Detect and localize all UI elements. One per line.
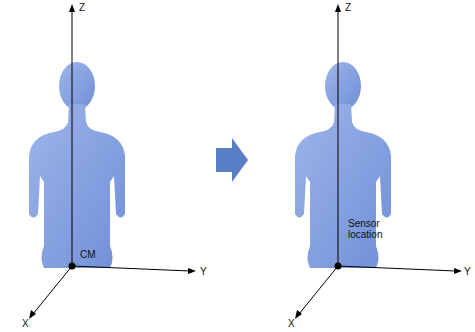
- axis-label: X: [288, 318, 295, 329]
- right-figure: [295, 4, 462, 319]
- axis-label: Z: [345, 2, 351, 13]
- axis-label: X: [22, 318, 29, 329]
- point-label: Sensor location: [348, 218, 392, 240]
- point-label: CM: [80, 249, 96, 260]
- axis-label: Y: [464, 266, 471, 277]
- axis-label: Z: [79, 2, 85, 13]
- left-figure: [29, 4, 196, 319]
- block-arrow: [216, 138, 248, 182]
- axis-label: Y: [200, 266, 207, 277]
